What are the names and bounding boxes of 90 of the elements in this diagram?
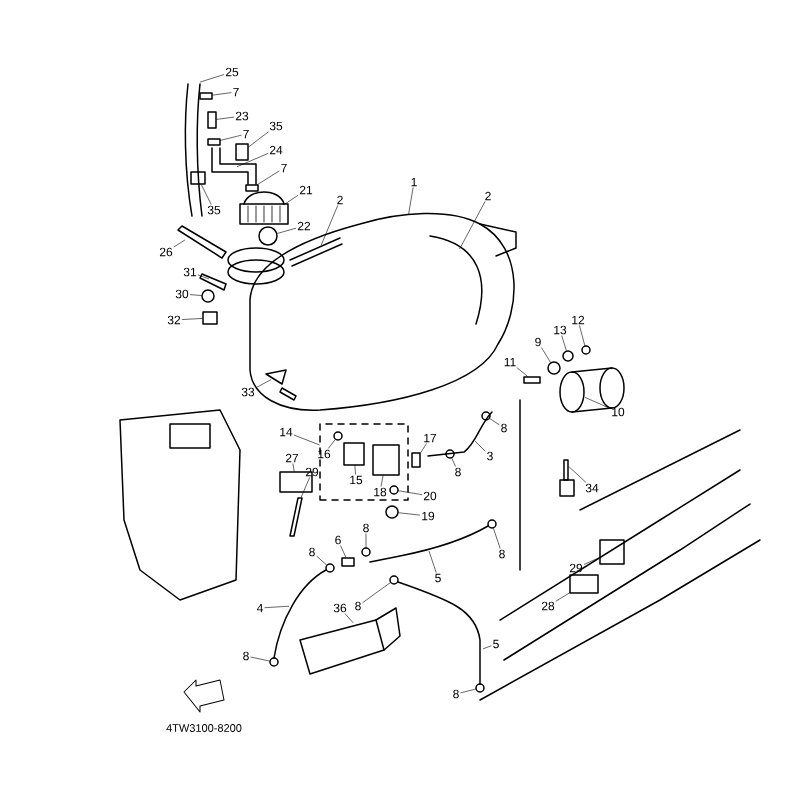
leader-line xyxy=(301,477,310,497)
bolt xyxy=(289,497,303,537)
leader-line xyxy=(475,441,486,452)
leader-line xyxy=(250,656,270,662)
leader-line xyxy=(237,153,269,167)
washer xyxy=(562,350,574,362)
plate xyxy=(343,442,365,466)
leader-line xyxy=(561,335,567,351)
leader-line xyxy=(321,205,338,245)
leader-line xyxy=(173,239,185,248)
leader-line xyxy=(328,439,336,449)
bolt xyxy=(523,376,541,384)
clip xyxy=(389,575,399,585)
hose xyxy=(211,147,257,185)
leader-line xyxy=(579,325,586,346)
damper xyxy=(569,574,599,594)
leader-line xyxy=(340,545,347,558)
clip xyxy=(235,143,249,161)
leader-line xyxy=(489,418,500,425)
o-ring xyxy=(389,485,399,495)
leader-line xyxy=(189,294,202,296)
tool-bag xyxy=(299,607,401,675)
leader-line xyxy=(365,533,367,548)
leader-line xyxy=(585,397,610,409)
hose xyxy=(184,83,203,217)
leader-line xyxy=(451,458,456,467)
leader-line xyxy=(428,551,437,573)
bolt xyxy=(177,225,227,259)
leader-line xyxy=(354,465,356,475)
hose xyxy=(397,581,481,685)
leader-line xyxy=(293,434,320,446)
clip xyxy=(475,683,485,693)
clip xyxy=(325,563,335,573)
leader-line xyxy=(248,131,269,148)
band xyxy=(547,361,561,375)
hose xyxy=(273,569,327,659)
leader-line xyxy=(220,134,242,141)
collar xyxy=(201,289,215,303)
leader-line xyxy=(201,184,212,205)
gasket xyxy=(258,226,278,246)
hose xyxy=(369,525,489,563)
clamp xyxy=(207,138,221,146)
leader-line xyxy=(200,74,224,83)
leader-line xyxy=(285,195,299,205)
leader-line xyxy=(398,512,421,516)
lever xyxy=(411,452,421,468)
damper xyxy=(599,539,625,565)
hose-joint xyxy=(341,557,355,567)
fuel-tank xyxy=(227,212,517,411)
leader-line xyxy=(181,318,203,320)
leader-line xyxy=(292,463,295,472)
leader-line xyxy=(257,170,280,185)
clamp xyxy=(199,92,213,100)
screw xyxy=(385,505,399,519)
leader-line xyxy=(264,605,289,608)
pin xyxy=(199,273,227,291)
leader-line xyxy=(483,645,492,650)
leader-line xyxy=(362,582,391,603)
washer xyxy=(581,345,591,355)
filler-cap xyxy=(239,191,289,225)
leader-line xyxy=(316,556,327,566)
damper xyxy=(202,311,218,325)
clip xyxy=(487,519,497,529)
leader-line xyxy=(584,557,600,565)
cock-body xyxy=(372,444,400,476)
leader-line xyxy=(212,92,232,96)
leader-line xyxy=(556,592,570,602)
screw xyxy=(333,431,343,441)
sensor xyxy=(559,459,575,497)
fuel-cock xyxy=(319,423,409,501)
clamp xyxy=(245,184,259,192)
leader-line xyxy=(569,466,586,483)
leader-line xyxy=(493,528,501,549)
leader-line xyxy=(380,475,384,487)
leader-line xyxy=(420,443,427,453)
leader-line xyxy=(398,490,423,495)
leader-line xyxy=(198,274,209,280)
leader-line xyxy=(344,613,354,623)
clip xyxy=(269,657,279,667)
leader-line xyxy=(408,187,414,215)
leader-line xyxy=(255,379,271,388)
leader-line xyxy=(541,347,551,363)
clip xyxy=(361,547,371,557)
hose xyxy=(427,411,493,457)
hose-joint xyxy=(207,111,217,129)
leader-line xyxy=(460,688,476,694)
leader-line xyxy=(277,228,297,234)
fuel-filter xyxy=(559,367,625,413)
leader-line xyxy=(216,116,235,120)
leader-line xyxy=(516,367,528,377)
